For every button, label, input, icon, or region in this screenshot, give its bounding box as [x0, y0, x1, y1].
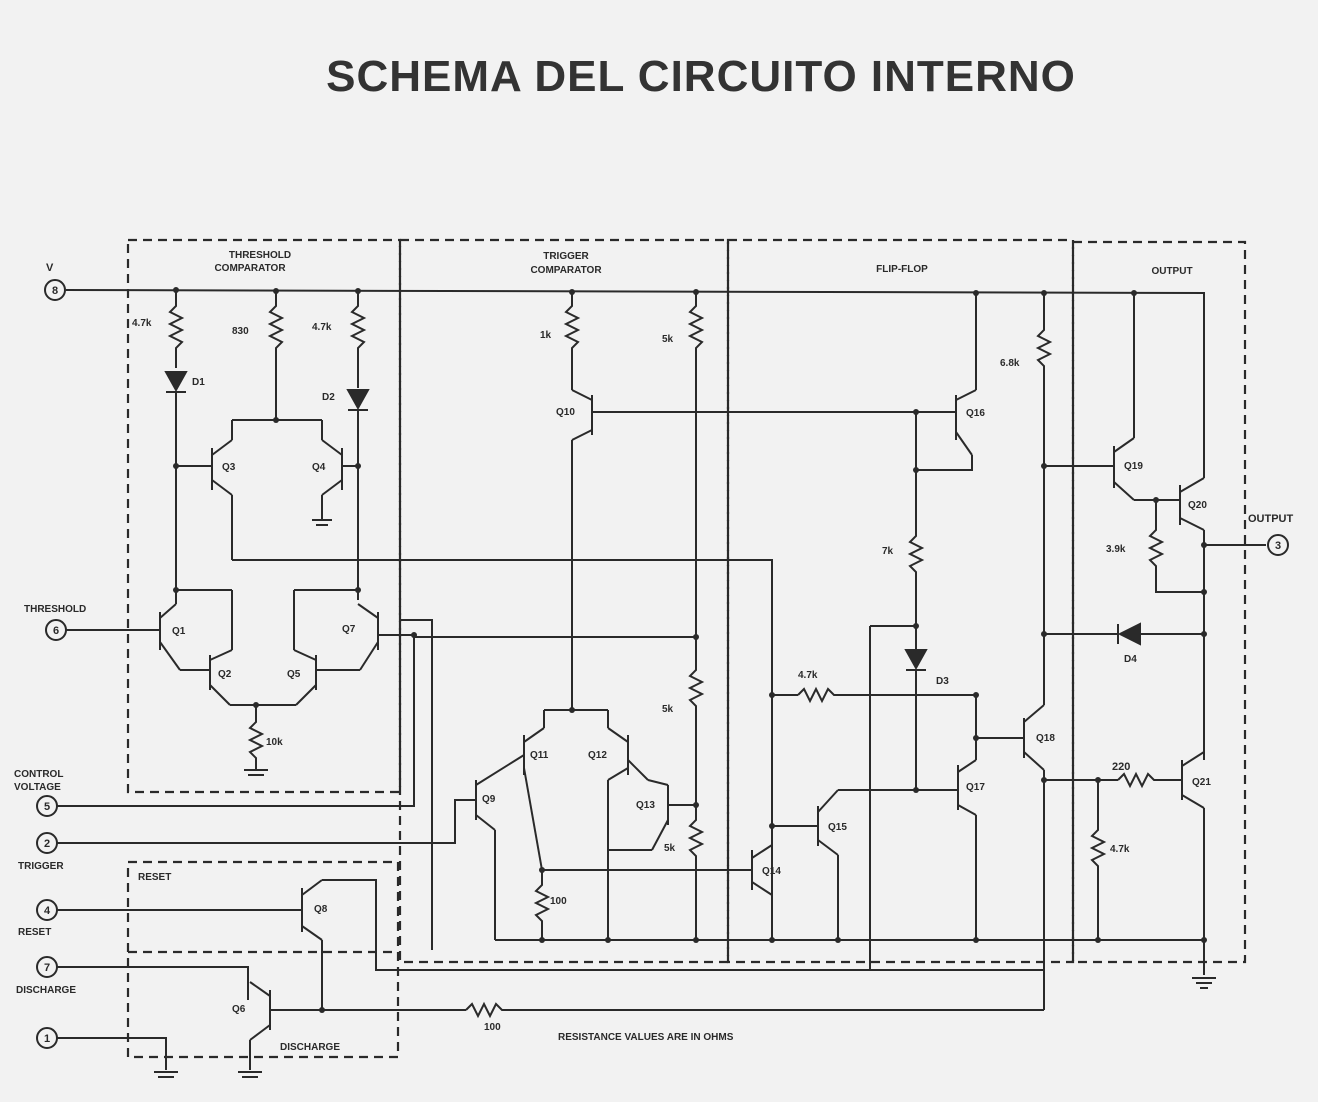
q19-label: Q19	[1124, 461, 1143, 472]
r12-label: 10k	[266, 737, 283, 748]
pin-1-number: 1	[44, 1033, 50, 1045]
q13-label: Q13	[636, 800, 655, 811]
pin-control-label: CONTROL	[14, 769, 63, 780]
r3-label: 4.7k	[312, 322, 332, 333]
q1-label: Q1	[172, 626, 186, 637]
r5-label: 5k	[662, 334, 674, 345]
q2-label: Q2	[218, 669, 232, 680]
output-box	[1071, 240, 1247, 964]
r10-label: 5k	[662, 704, 674, 715]
r2-label: 830	[232, 326, 249, 337]
r6-label: 6.8k	[1000, 358, 1020, 369]
r4-label: 1k	[540, 330, 552, 341]
pin-5-number: 5	[44, 801, 50, 813]
q16-label: Q16	[966, 408, 985, 419]
r8-label: 7k	[882, 546, 894, 557]
r15-label: 4.7k	[1110, 844, 1130, 855]
pin-reset-label: RESET	[18, 927, 51, 938]
pin-discharge-label: DISCHARGE	[16, 985, 76, 996]
q8-label: Q8	[314, 904, 328, 915]
pin-threshold-label: THRESHOLD	[24, 604, 86, 615]
pin-8	[44, 279, 66, 301]
q11-label: Q11	[530, 750, 549, 761]
r1-label: 4.7k	[132, 318, 152, 329]
q6-label: Q6	[232, 1004, 246, 1015]
flip-flop-label: FLIP-FLOP	[876, 264, 928, 275]
r9-label: 4.7k	[798, 670, 818, 681]
pin-6	[45, 619, 67, 641]
reset-box	[126, 860, 400, 1059]
threshold-comparator-box	[126, 238, 402, 794]
d4-label: D4	[1124, 654, 1137, 665]
flip-flop-box	[726, 238, 1075, 964]
q14-label: Q14	[762, 866, 781, 877]
r11-label: 5k	[664, 843, 676, 854]
trigger-label-2: COMPARATOR	[530, 265, 602, 276]
pin-4-number: 4	[44, 905, 51, 917]
pin-2-number: 2	[44, 838, 50, 850]
trigger-comparator-box	[398, 238, 730, 964]
pin-8-number: 8	[52, 285, 58, 297]
d3-diode	[904, 649, 928, 671]
d1-diode	[164, 371, 188, 393]
q5-label: Q5	[287, 669, 301, 680]
pin-3-number: 3	[1275, 540, 1281, 552]
q12-label: Q12	[588, 750, 607, 761]
pin-7-number: 7	[44, 962, 50, 974]
threshold-label: THRESHOLD	[229, 250, 291, 261]
q10-label: Q10	[556, 407, 575, 418]
q18-label: Q18	[1036, 733, 1055, 744]
threshold-label-2: COMPARATOR	[214, 263, 286, 274]
q9-label: Q9	[482, 794, 496, 805]
resistance-note: RESISTANCE VALUES ARE IN OHMS	[558, 1032, 734, 1043]
pin-voltage-label: VOLTAGE	[14, 782, 61, 793]
pin-trigger-label: TRIGGER	[18, 861, 64, 872]
d2-label: D2	[322, 392, 335, 403]
q15-label: Q15	[828, 822, 847, 833]
q4-label: Q4	[312, 462, 326, 473]
output-section-label: OUTPUT	[1151, 266, 1192, 277]
q3-label: Q3	[222, 462, 236, 473]
q17-label: Q17	[966, 782, 985, 793]
r13-label: 100	[550, 896, 567, 907]
reset-section-label: RESET	[138, 872, 171, 883]
d4-diode	[1117, 622, 1141, 646]
page-title: SCHEMA DEL CIRCUITO INTERNO	[326, 52, 1076, 101]
r14-label: 220	[1112, 761, 1130, 773]
d2-diode	[346, 389, 370, 411]
d3-label: D3	[936, 676, 949, 687]
q7-label: Q7	[342, 624, 356, 635]
r7-label: 3.9k	[1106, 544, 1126, 555]
pin-6-number: 6	[53, 625, 59, 637]
d1-label: D1	[192, 377, 205, 388]
pin-v-label: V	[46, 262, 54, 274]
q21-label: Q21	[1192, 777, 1211, 788]
pin-3	[1267, 534, 1289, 556]
trigger-label: TRIGGER	[543, 251, 589, 262]
discharge-section-label: DISCHARGE	[280, 1042, 340, 1053]
q20-label: Q20	[1188, 500, 1207, 511]
r16-label: 100	[484, 1022, 501, 1033]
pin-output-label: OUTPUT	[1248, 513, 1294, 525]
